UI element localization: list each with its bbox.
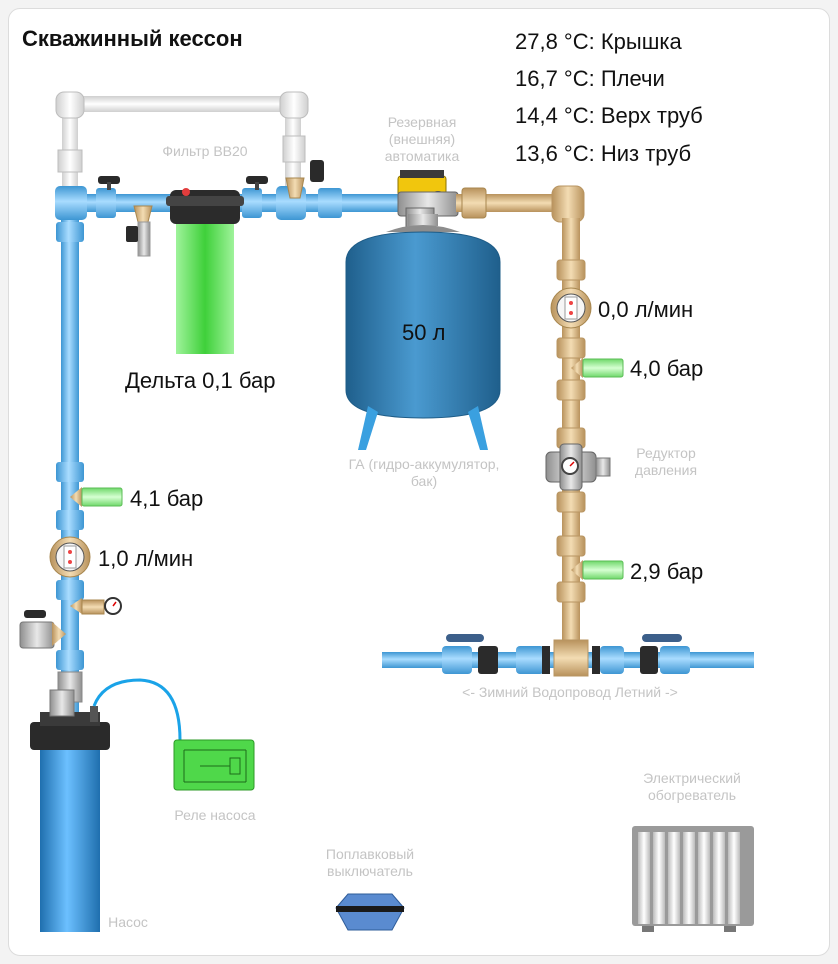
manometer-left [70, 597, 122, 615]
top-blue-pipe [55, 160, 402, 257]
flow-right: 0,0 л/мин [598, 297, 694, 322]
temperature-pipes-top: 14,4 °C: Верх труб [515, 103, 703, 128]
pump-relay [173, 739, 255, 791]
reducer-label: Редуктор давления [634, 445, 698, 478]
electric-heater [632, 826, 754, 932]
flow-meter-left [49, 536, 91, 578]
expansion-tank [345, 214, 501, 450]
pressure-sensor-left [70, 487, 123, 507]
reserve-automation [397, 170, 459, 235]
page-title: Скважинный кессон [22, 26, 243, 51]
relay-cable [92, 678, 182, 741]
pump-label: Насос [108, 914, 148, 930]
flow-left: 1,0 л/мин [98, 546, 194, 571]
pump [30, 689, 110, 932]
drain-tap-left [19, 610, 66, 649]
heater-label: Электрический обогреватель [643, 770, 741, 803]
water-pipe-label: <- Зимний Водопровод Летний -> [462, 684, 678, 700]
flow-meter-right [550, 287, 592, 329]
white-bypass-pipe [55, 91, 309, 186]
pump-relay-label: Реле насоса [174, 807, 256, 823]
filter-delta: Дельта 0,1 бар [125, 368, 276, 393]
tank-label: ГА (гидро-аккумулятор, бак) [348, 456, 500, 489]
filter-label: Фильтр BB20 [162, 143, 248, 159]
temperature-pipes-bottom: 13,6 °C: Низ труб [515, 141, 692, 166]
pressure-right-bottom: 2,9 бар [630, 559, 704, 584]
bottom-supply-pipe [382, 634, 754, 677]
temperature-shoulders: 16,7 °C: Плечи [515, 66, 665, 91]
right-riser-pipe [556, 218, 586, 658]
pressure-sensor-right-top [571, 358, 624, 378]
scheme-card [8, 8, 830, 956]
pressure-sensor-right-bottom [571, 560, 624, 580]
filter-bb20 [166, 188, 244, 354]
float-switch [335, 893, 405, 931]
pressure-reducer [545, 443, 611, 491]
left-riser-pipe [56, 188, 84, 728]
pressure-right-top: 4,0 бар [630, 356, 704, 381]
reserve-automation-label: Резервная (внешняя) автоматика [384, 114, 460, 164]
temperature-cover: 27,8 °C: Крышка [515, 29, 682, 54]
pressure-left: 4,1 бар [130, 486, 204, 511]
tank-volume: 50 л [402, 320, 446, 345]
float-switch-label: Поплавковый выключатель [325, 846, 415, 879]
brass-top-pipe [456, 185, 585, 223]
